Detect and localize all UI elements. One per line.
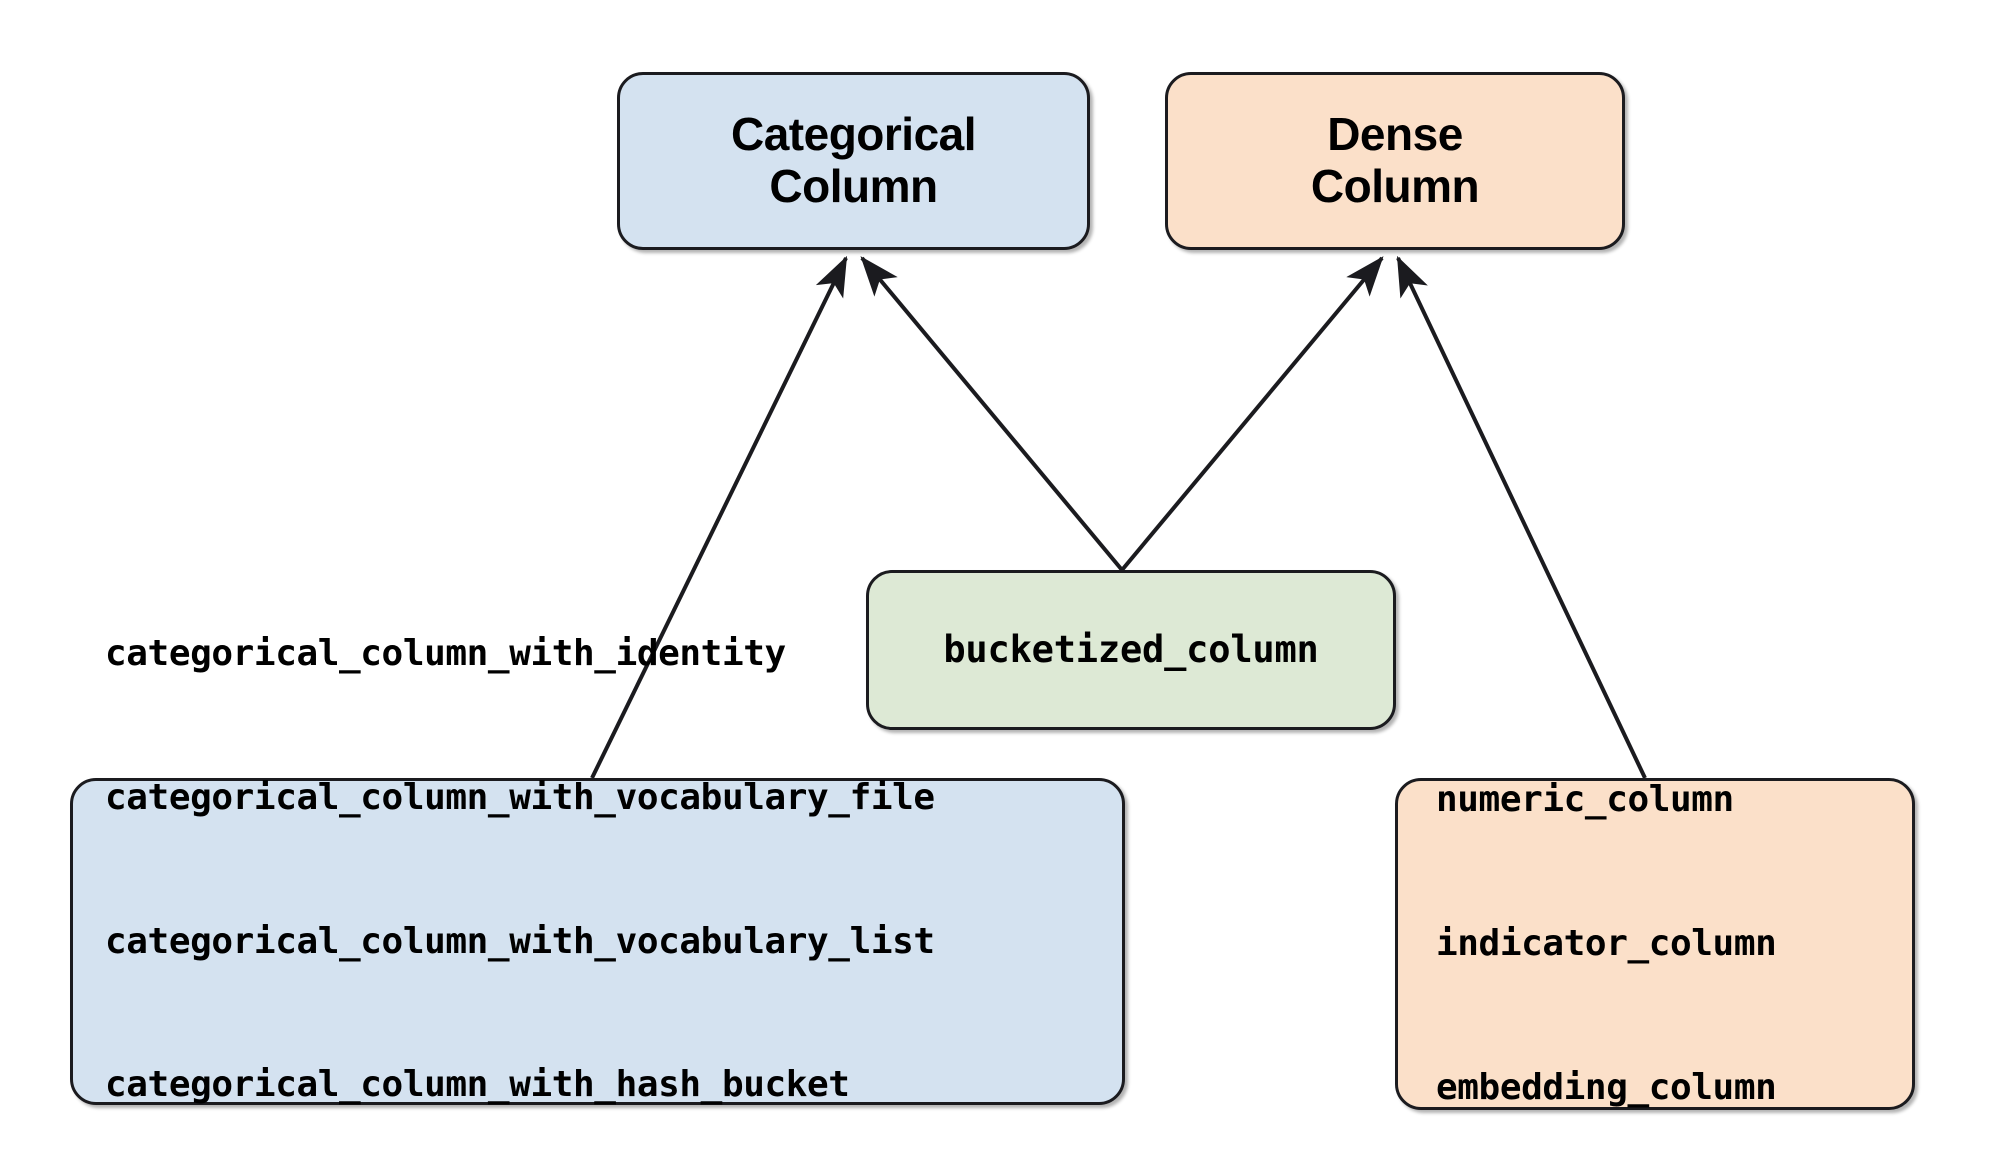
list-item: numeric_column: [1436, 779, 1734, 821]
list-item: categorical_column_with_vocabulary_file: [105, 776, 935, 818]
list-item: categorical_column_with_identity: [105, 633, 786, 675]
list-item: categorical_column_with_hash_bucket: [105, 1064, 850, 1106]
node-dense-column[interactable]: Dense Column: [1165, 72, 1625, 250]
edge-bucketized-to-categorical-column: [860, 256, 1124, 572]
categorical-api-items: categorical_column_with_identity categor…: [105, 535, 1122, 1163]
node-categorical-column-label: Categorical Column: [730, 108, 977, 212]
node-dense-column-api-list[interactable]: numeric_column indicator_column embeddin…: [1395, 778, 1915, 1110]
node-bucketized-column-label: bucketized_column: [943, 627, 1319, 671]
node-categorical-column[interactable]: Categorical Column: [617, 72, 1090, 250]
node-categorical-column-api-list[interactable]: categorical_column_with_identity categor…: [70, 633, 1125, 1105]
node-dense-column-label: Dense Column: [1310, 108, 1480, 212]
list-item: embedding_column: [1436, 1066, 1777, 1108]
node-bucketized-column[interactable]: bucketized_column: [866, 570, 1396, 730]
dense-api-items: numeric_column indicator_column embeddin…: [1436, 681, 1912, 1163]
edge-bucketized-to-dense-column: [1120, 256, 1384, 572]
list-item: indicator_column: [1436, 923, 1777, 965]
list-item: categorical_column_with_vocabulary_list: [105, 920, 935, 962]
